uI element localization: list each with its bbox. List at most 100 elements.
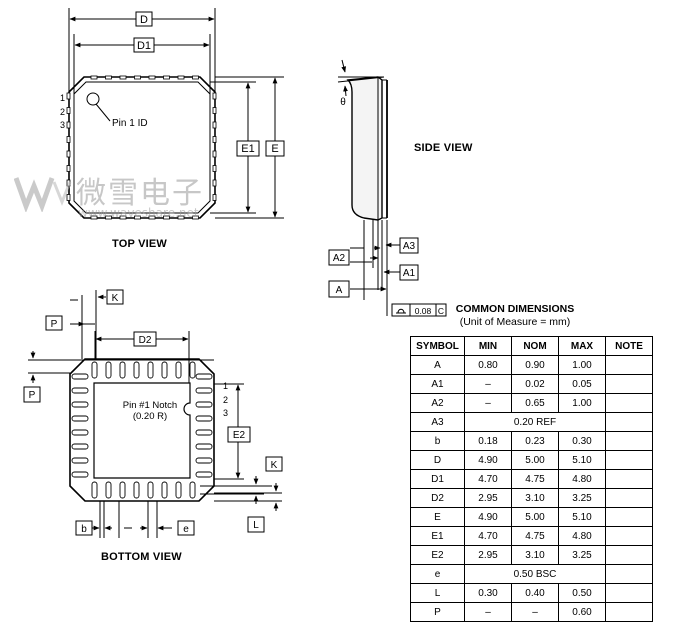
lead <box>148 215 156 220</box>
pad <box>91 361 98 379</box>
cell-nom: – <box>511 602 559 622</box>
cell-symbol: E2 <box>410 545 465 565</box>
bottom-outline <box>69 358 215 502</box>
dimensions-subtitle: (Unit of Measure = mm) <box>459 316 571 328</box>
label-E2: E2 <box>233 430 246 441</box>
pad <box>195 373 213 380</box>
lead <box>90 75 98 80</box>
lead <box>212 107 217 114</box>
cell-max: 1.00 <box>558 355 606 375</box>
pad <box>71 373 89 380</box>
pad <box>195 387 213 394</box>
lead <box>134 75 141 80</box>
lead <box>177 75 185 80</box>
pad <box>175 481 182 499</box>
cell-symbol: E1 <box>410 526 465 546</box>
lead <box>212 92 217 100</box>
lead <box>90 215 98 220</box>
lead <box>66 136 71 143</box>
lead <box>192 215 199 220</box>
pin1-dot <box>86 92 100 106</box>
cell-min: 0.30 <box>464 583 512 603</box>
top-pin-number-1: 1 <box>60 93 65 103</box>
pad <box>133 361 140 379</box>
cell-nom: 0.65 <box>511 393 559 413</box>
pad <box>175 361 182 379</box>
cell-symbol: A1 <box>410 374 465 394</box>
notch-label-line1: Pin #1 Notch <box>123 400 177 411</box>
cell-nom: 5.00 <box>511 507 559 527</box>
pad <box>147 481 154 499</box>
top-view <box>66 8 284 220</box>
label-D2: D2 <box>139 335 152 346</box>
pad <box>71 387 89 394</box>
pad <box>147 361 154 379</box>
pad <box>195 401 213 408</box>
top-pin-number-3: 3 <box>60 120 65 130</box>
header-symbol: SYMBOL <box>410 336 465 356</box>
exposed-pad <box>93 382 191 479</box>
flatness-icon <box>396 308 406 314</box>
cell-symbol: L <box>410 583 465 603</box>
pad <box>71 415 89 422</box>
pad <box>195 471 213 478</box>
pad <box>105 481 112 499</box>
cell-note <box>605 450 653 470</box>
cell-max: 5.10 <box>558 450 606 470</box>
cell-note <box>605 564 653 584</box>
label-A1: A1 <box>403 268 416 279</box>
lead <box>163 75 170 80</box>
side-body <box>346 76 383 221</box>
lead <box>163 215 170 220</box>
lead <box>192 75 199 80</box>
cell-note <box>605 431 653 451</box>
bottom-pads <box>71 361 213 499</box>
package-inner-outline <box>73 81 211 214</box>
table-header-row: SYMBOL MIN NOM MAX NOTE <box>410 336 653 356</box>
label-E1: E1 <box>241 143 254 155</box>
bottom-pin-number-1: 1 <box>223 381 228 391</box>
cell-max: 0.30 <box>558 431 606 451</box>
cell-nom: 0.23 <box>511 431 559 451</box>
pad <box>195 457 213 464</box>
pin1-id-label: Pin 1 ID <box>112 118 148 129</box>
label-D: D <box>140 14 148 26</box>
cell-nom: 3.10 <box>511 488 559 508</box>
label-A3: A3 <box>403 241 416 252</box>
cell-min: 4.90 <box>464 450 512 470</box>
lead <box>66 107 71 114</box>
pad <box>71 401 89 408</box>
bottom-view <box>28 290 282 538</box>
cell-min: 4.90 <box>464 507 512 527</box>
datum-c: C <box>438 306 444 316</box>
cell-min: 0.18 <box>464 431 512 451</box>
cell-symbol: b <box>410 431 465 451</box>
cell-note <box>605 583 653 603</box>
label-A2: A2 <box>333 253 346 264</box>
lead <box>134 215 141 220</box>
cell-note <box>605 393 653 413</box>
cell-min: – <box>464 374 512 394</box>
cell-max: 0.60 <box>558 602 606 622</box>
cell-symbol: A <box>410 355 465 375</box>
lead <box>66 92 71 100</box>
header-min: MIN <box>464 336 512 356</box>
pad <box>119 361 126 379</box>
pad <box>71 471 89 478</box>
side-view <box>337 59 400 316</box>
cell-max: 1.00 <box>558 393 606 413</box>
header-nom: NOM <box>511 336 559 356</box>
lead <box>105 215 112 220</box>
cell-note <box>605 545 653 565</box>
lead <box>212 165 217 172</box>
cell-min: – <box>464 393 512 413</box>
